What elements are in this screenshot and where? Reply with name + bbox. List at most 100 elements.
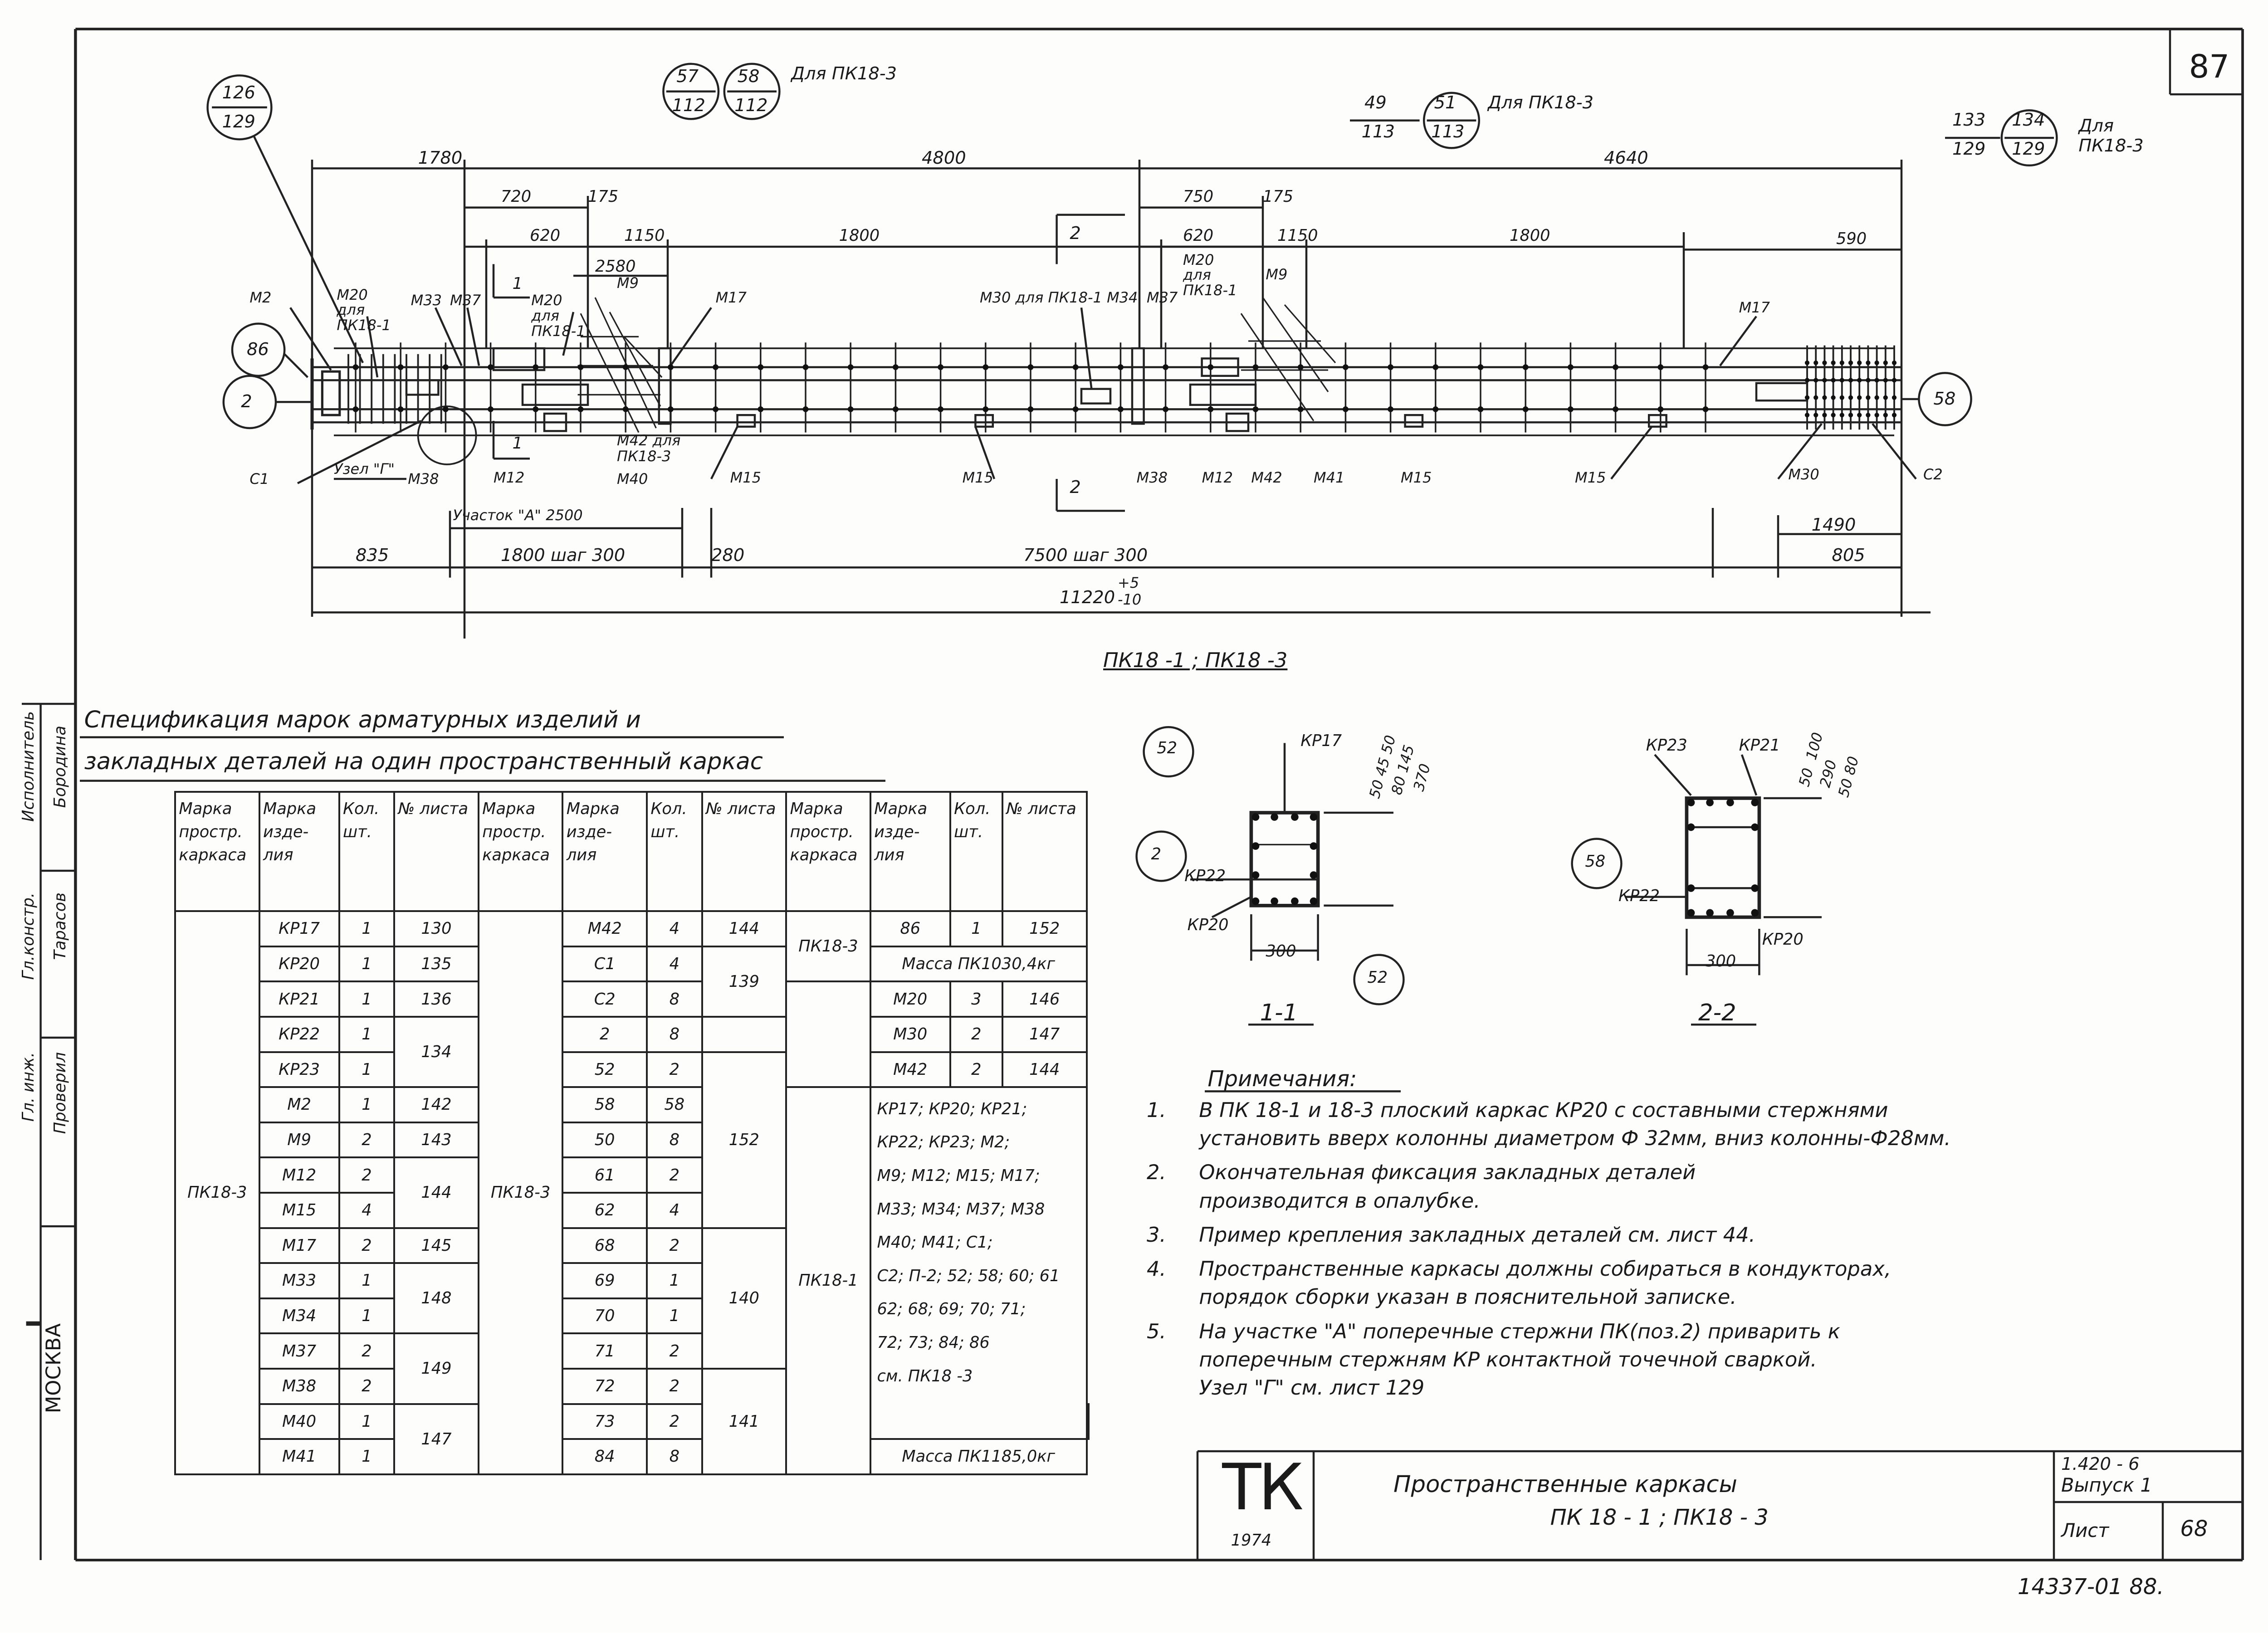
rebar-dot: [1839, 395, 1844, 400]
rebar-dot: [1804, 360, 1810, 366]
label-kr20: КР20: [1187, 916, 1229, 935]
item-cell: М41: [258, 1438, 340, 1475]
spec-title-2: закладных деталей на один пространственн…: [84, 748, 763, 776]
qty-cell: 1: [338, 1015, 396, 1053]
rebar-dot: [1702, 364, 1709, 371]
mark-m9b: М9: [1266, 265, 1288, 283]
rebar-dot: [1831, 378, 1836, 383]
rebar-dot: [892, 406, 899, 412]
mark-m17b: М17: [1739, 299, 1770, 317]
rebar-dot: [1857, 378, 1862, 383]
callout-52a: 52: [1157, 739, 1178, 757]
dim-175b: 175: [1263, 187, 1294, 206]
rebar-dot: [1477, 364, 1484, 371]
rebar-dot: [1892, 378, 1897, 383]
width-300a: 300: [1266, 942, 1296, 961]
sheet-cell: 144: [1001, 1051, 1088, 1088]
sheet-cell: 130: [393, 910, 479, 947]
qty-cell: 4: [338, 1191, 396, 1229]
pk18-1-item-line: см. ПК18 -3: [877, 1366, 973, 1385]
qty-cell: 1: [645, 1262, 703, 1299]
rebar-dot: [1310, 813, 1318, 821]
rebar-dot: [1027, 406, 1034, 412]
rebar-dot: [1866, 395, 1871, 400]
rebar-dot: [1751, 909, 1759, 917]
item-cell: 86: [869, 910, 951, 947]
dim-11220: 11220: [1060, 587, 1115, 608]
note-number: 3.: [1147, 1222, 1166, 1247]
note-line: поперечным стержням КР контактной точечн…: [1199, 1347, 1817, 1371]
rebar-dot: [1751, 799, 1759, 806]
qty-cell: 4: [645, 945, 703, 983]
rebar-dot: [1163, 406, 1168, 412]
rebar-dot: [938, 406, 943, 412]
rebar-dot: [352, 406, 359, 412]
frame-cell: ПК18-1: [785, 1086, 871, 1475]
dim-590: 590: [1836, 229, 1867, 248]
callout-52b: 52: [1367, 968, 1388, 987]
rebar-dot: [1726, 909, 1734, 917]
callout-2: 2: [241, 391, 252, 412]
rebar-dot: [1271, 897, 1278, 905]
rebar-dot: [1522, 406, 1529, 412]
rebar-dot: [1883, 360, 1888, 366]
rebar-dot: [1831, 395, 1836, 400]
item-cell: 50: [562, 1121, 648, 1159]
rebar-dot: [1892, 360, 1897, 366]
mark-m38b: М38: [1136, 468, 1168, 486]
sheet-cell: 144: [701, 910, 787, 947]
item-cell: 69: [562, 1262, 648, 1299]
pk18-1-item-line: КР22; КР23; М2;: [877, 1133, 1010, 1152]
rebar-dot: [713, 364, 719, 371]
notes-title: Примечания:: [1207, 1066, 1357, 1092]
section-mark-2-top: 2: [1070, 223, 1081, 244]
item-cell: М30: [869, 1015, 951, 1053]
col-header: Марка изде- лия: [258, 790, 340, 912]
rebar-dot: [1207, 406, 1214, 412]
spec-table: Марка простр. каркаса Марка изде- лия Ко…: [174, 790, 1090, 1475]
note-number: 2.: [1147, 1160, 1166, 1185]
item-cell: М17: [258, 1227, 340, 1264]
item-cell: 2: [562, 1015, 648, 1053]
note-line: Пространственные каркасы должны собирать…: [1199, 1257, 1892, 1281]
rebar-dot: [488, 364, 494, 371]
rebar-dot: [1831, 360, 1836, 366]
mark-m20a: М20 для ПК18-1: [337, 286, 391, 334]
rebar-dot: [1251, 813, 1260, 821]
ref-112a: 112: [672, 95, 705, 116]
mark-m30: М30: [1788, 466, 1819, 483]
spec-title-1: Спецификация марок арматурных изделий и: [84, 706, 641, 733]
frame-cell: ПК18-3: [174, 910, 260, 1475]
mark-m37b: М37: [1147, 289, 1178, 306]
strip-name-2: Бородина: [51, 726, 70, 808]
qty-cell: 2: [949, 1015, 1003, 1053]
rebar-dot: [1613, 364, 1618, 371]
mark-m37: М37: [450, 292, 481, 309]
rebar-dot: [1687, 799, 1695, 806]
callout-2a: 2: [1151, 844, 1161, 863]
rebar-dot: [1866, 413, 1871, 418]
pk18-1-item-line: С2; П-2; 52; 58; 60; 61: [877, 1266, 1060, 1285]
rebar-dot: [1388, 364, 1393, 371]
item-cell: М37: [258, 1332, 340, 1370]
item-cell: КР20: [258, 945, 340, 983]
rebar-dot: [1892, 395, 1897, 400]
dim-4800: 4800: [922, 147, 966, 168]
mark-m41: М41: [1314, 468, 1345, 486]
rebar-dot: [938, 364, 943, 371]
rebar-dot: [1804, 395, 1810, 400]
rebar-dot: [1857, 360, 1862, 366]
qty-cell: 8: [645, 1015, 703, 1053]
label-kr20b: КР20: [1762, 930, 1804, 949]
sheet-cell: 145: [393, 1227, 479, 1264]
item-cell: С1: [562, 945, 648, 983]
qty-cell: 1: [338, 1297, 396, 1335]
sheet-cell: 142: [393, 1086, 479, 1123]
note-line: На участке "А" поперечные стержни ПК(поз…: [1199, 1319, 1840, 1343]
rebar-dot: [1839, 378, 1844, 383]
sheet-cell: 143: [393, 1121, 479, 1159]
rebar-dot: [1866, 360, 1871, 366]
rebar-dot: [577, 364, 584, 371]
